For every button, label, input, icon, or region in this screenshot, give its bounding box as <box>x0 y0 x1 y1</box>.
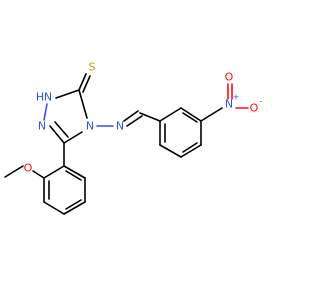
atom-nh-nitrogen: N <box>44 91 52 104</box>
bond-c5-n4 <box>63 131 83 144</box>
nitro-plus-charge: + <box>233 93 240 102</box>
ring2-inner-2 <box>182 142 198 153</box>
triazole-ring <box>43 89 88 144</box>
atom-nitro-nitrogen: N <box>225 98 233 111</box>
ring3-inner-2 <box>65 199 82 210</box>
bond-aryl-nitro <box>200 107 223 122</box>
bond-c3-n2 <box>55 89 80 99</box>
structure-drawing: S H N N N N N + O O - O <box>4 61 263 215</box>
ring2-inner-1 <box>182 112 198 123</box>
ring3-bond-6 <box>63 165 86 179</box>
ring2-bond-1 <box>159 107 182 122</box>
bond-n4-c3 <box>78 89 88 119</box>
atom-sulfur: S <box>89 61 96 74</box>
imine-double-bond <box>123 110 143 127</box>
bond-ch-aryl <box>139 112 161 122</box>
atom-imine-nitrogen: N <box>116 120 124 133</box>
methoxyphenyl-ring <box>43 142 86 215</box>
atom-methoxy-oxygen: O <box>24 162 33 175</box>
atom-n4-nitrogen: N <box>86 120 94 133</box>
nitro-minus-charge: - <box>260 97 263 106</box>
nitro-group <box>227 83 249 109</box>
ring2-bond-4 <box>180 144 202 158</box>
bond-imine-2 <box>126 115 143 127</box>
bond-aryl-o <box>32 170 45 179</box>
bond-c-s-1 <box>78 73 87 91</box>
molecule-diagram: S H N N N N N + O O - O <box>4 61 263 215</box>
ring2-bond-5 <box>159 144 182 158</box>
bond-c-s-2 <box>82 75 91 93</box>
atom-nitro-oxygen-right: O <box>250 102 259 115</box>
bond-o-ch3 <box>4 165 24 178</box>
atom-hydrogen-label: H <box>36 91 44 104</box>
nitrophenyl-ring <box>159 107 202 158</box>
ring3-inner-3 <box>65 170 82 181</box>
atom-ring-nitrogen: N <box>38 120 46 133</box>
ring2-bond-2 <box>180 107 202 122</box>
ring3-bond-1 <box>43 165 65 179</box>
bond-n1-c5 <box>49 125 65 144</box>
ring3-bond-3 <box>43 201 65 215</box>
thione-bond <box>78 73 91 93</box>
atom-nitro-oxygen-top: O <box>225 71 234 84</box>
ring3-bond-4 <box>63 201 86 215</box>
bond-n2-n1 <box>43 103 48 121</box>
bond-imine-1 <box>123 110 139 122</box>
bond-n1-c5-inner <box>54 121 69 138</box>
